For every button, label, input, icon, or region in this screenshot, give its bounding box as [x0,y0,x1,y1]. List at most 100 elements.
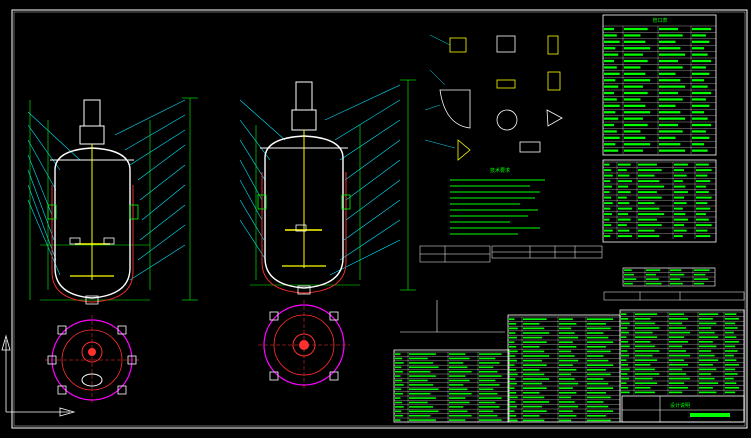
table-cell-glyphs [523,355,550,357]
table-cell-glyphs [449,362,464,364]
table-cell-glyphs [674,202,687,205]
table-cell-glyphs [725,368,736,371]
table-cell-glyphs [559,387,573,389]
table-cell-glyphs [670,282,683,285]
table-cell-glyphs [624,98,641,101]
table-cell-glyphs [692,53,708,56]
table-cell-glyphs [638,169,662,172]
table-cell-glyphs [604,136,620,139]
table-cell-glyphs [604,185,612,188]
table-cell-glyphs [523,401,550,403]
table-cell-glyphs [624,59,648,63]
table-cell-glyphs [509,345,517,348]
table-cell-glyphs [659,27,678,31]
detail-f [496,79,516,89]
table-cell-glyphs [523,318,547,320]
table-cell-glyphs [674,207,683,210]
table-cell-glyphs [395,419,401,421]
spec-strip-table [491,245,603,259]
table-cell-glyphs [604,34,617,37]
table-cell-glyphs [669,340,688,343]
table-cell-glyphs [449,375,466,377]
support-lug-middle-b [341,194,351,210]
table-cell-glyphs [659,149,686,152]
table-cell-glyphs [509,410,515,412]
table-cell-glyphs [674,224,685,227]
table-cell-glyphs [696,224,712,227]
table-cell-glyphs [618,196,627,199]
table-cell-glyphs [479,362,500,364]
table-cell-glyphs [635,363,651,366]
table-cell-glyphs [523,391,540,394]
table-cell-glyphs [692,91,712,95]
design-data-table: 管口表 [602,14,717,156]
table-cell-glyphs [604,163,610,166]
table-cell-glyphs [559,410,573,412]
table-cell-glyphs [624,34,641,37]
vessel-shell-middle [264,135,344,289]
table-cell-glyphs [694,278,709,280]
table-cell-glyphs [669,363,688,366]
table-cell-glyphs [635,345,655,348]
table-cell-glyphs [694,282,704,285]
table-cell-glyphs [523,373,545,376]
table-cell-glyphs [621,368,630,371]
table-cell-glyphs [509,396,518,399]
nozzle-table-rows [603,161,716,239]
table-cell-glyphs [449,392,472,395]
table-cell-glyphs [395,401,403,404]
table-cell-glyphs [624,72,646,75]
table-cell-glyphs [587,373,611,376]
table-cell-glyphs [674,229,687,232]
drawing-frame [11,9,748,429]
table-cell-glyphs [479,414,498,417]
table-cell-glyphs [635,327,660,329]
table-cell-glyphs [669,373,687,375]
table-cell-glyphs [479,375,502,377]
table-cell-glyphs [509,332,516,334]
table-cell-glyphs [587,350,611,353]
table-cell-glyphs [725,345,736,348]
table-cell-glyphs [587,345,606,348]
table-cell-glyphs [635,382,658,384]
table-cell-glyphs [409,401,428,404]
table-cell-glyphs [674,174,687,177]
table-cell-glyphs [635,336,658,338]
table-cell-glyphs [669,350,687,352]
table-cell-glyphs [509,419,518,422]
table-cell-glyphs [624,111,651,114]
table-cell-glyphs [587,419,611,422]
table-cell-glyphs [674,218,688,221]
table-cell-glyphs [559,350,572,353]
table-cell-glyphs [692,72,710,75]
table-cell-glyphs [699,340,713,343]
vessel-plan-middle [258,300,350,390]
table-cell-glyphs [509,359,517,362]
table-cell-glyphs [669,313,685,315]
technical-notes: 技术要求 [450,167,545,235]
table-cell-glyphs [674,180,683,183]
table-cell-glyphs [587,332,604,334]
table-cell-glyphs [587,378,604,380]
table-cell-glyphs [624,53,643,56]
table-cell-glyphs [409,366,439,369]
detail-i [457,139,471,161]
table-cell-glyphs [479,401,496,404]
table-cell-glyphs [692,123,712,127]
table-cell-glyphs [523,368,540,371]
table-cell-glyphs [699,373,712,375]
table-cell-glyphs [604,169,612,172]
table-cell-glyphs [624,66,641,69]
table-cell-glyphs [646,282,662,285]
table-cell-glyphs [646,278,659,280]
table-cell-glyphs [587,364,614,366]
table-cell-glyphs [509,373,518,376]
table-cell-glyphs [509,327,518,330]
table-cell-glyphs [659,136,676,139]
summary-rows [623,267,715,286]
table-cell-glyphs [659,85,686,88]
table-cell-glyphs [509,350,518,353]
table-cell-glyphs [621,340,629,343]
table-cell-glyphs [479,419,502,421]
table-cell-glyphs [509,336,517,339]
